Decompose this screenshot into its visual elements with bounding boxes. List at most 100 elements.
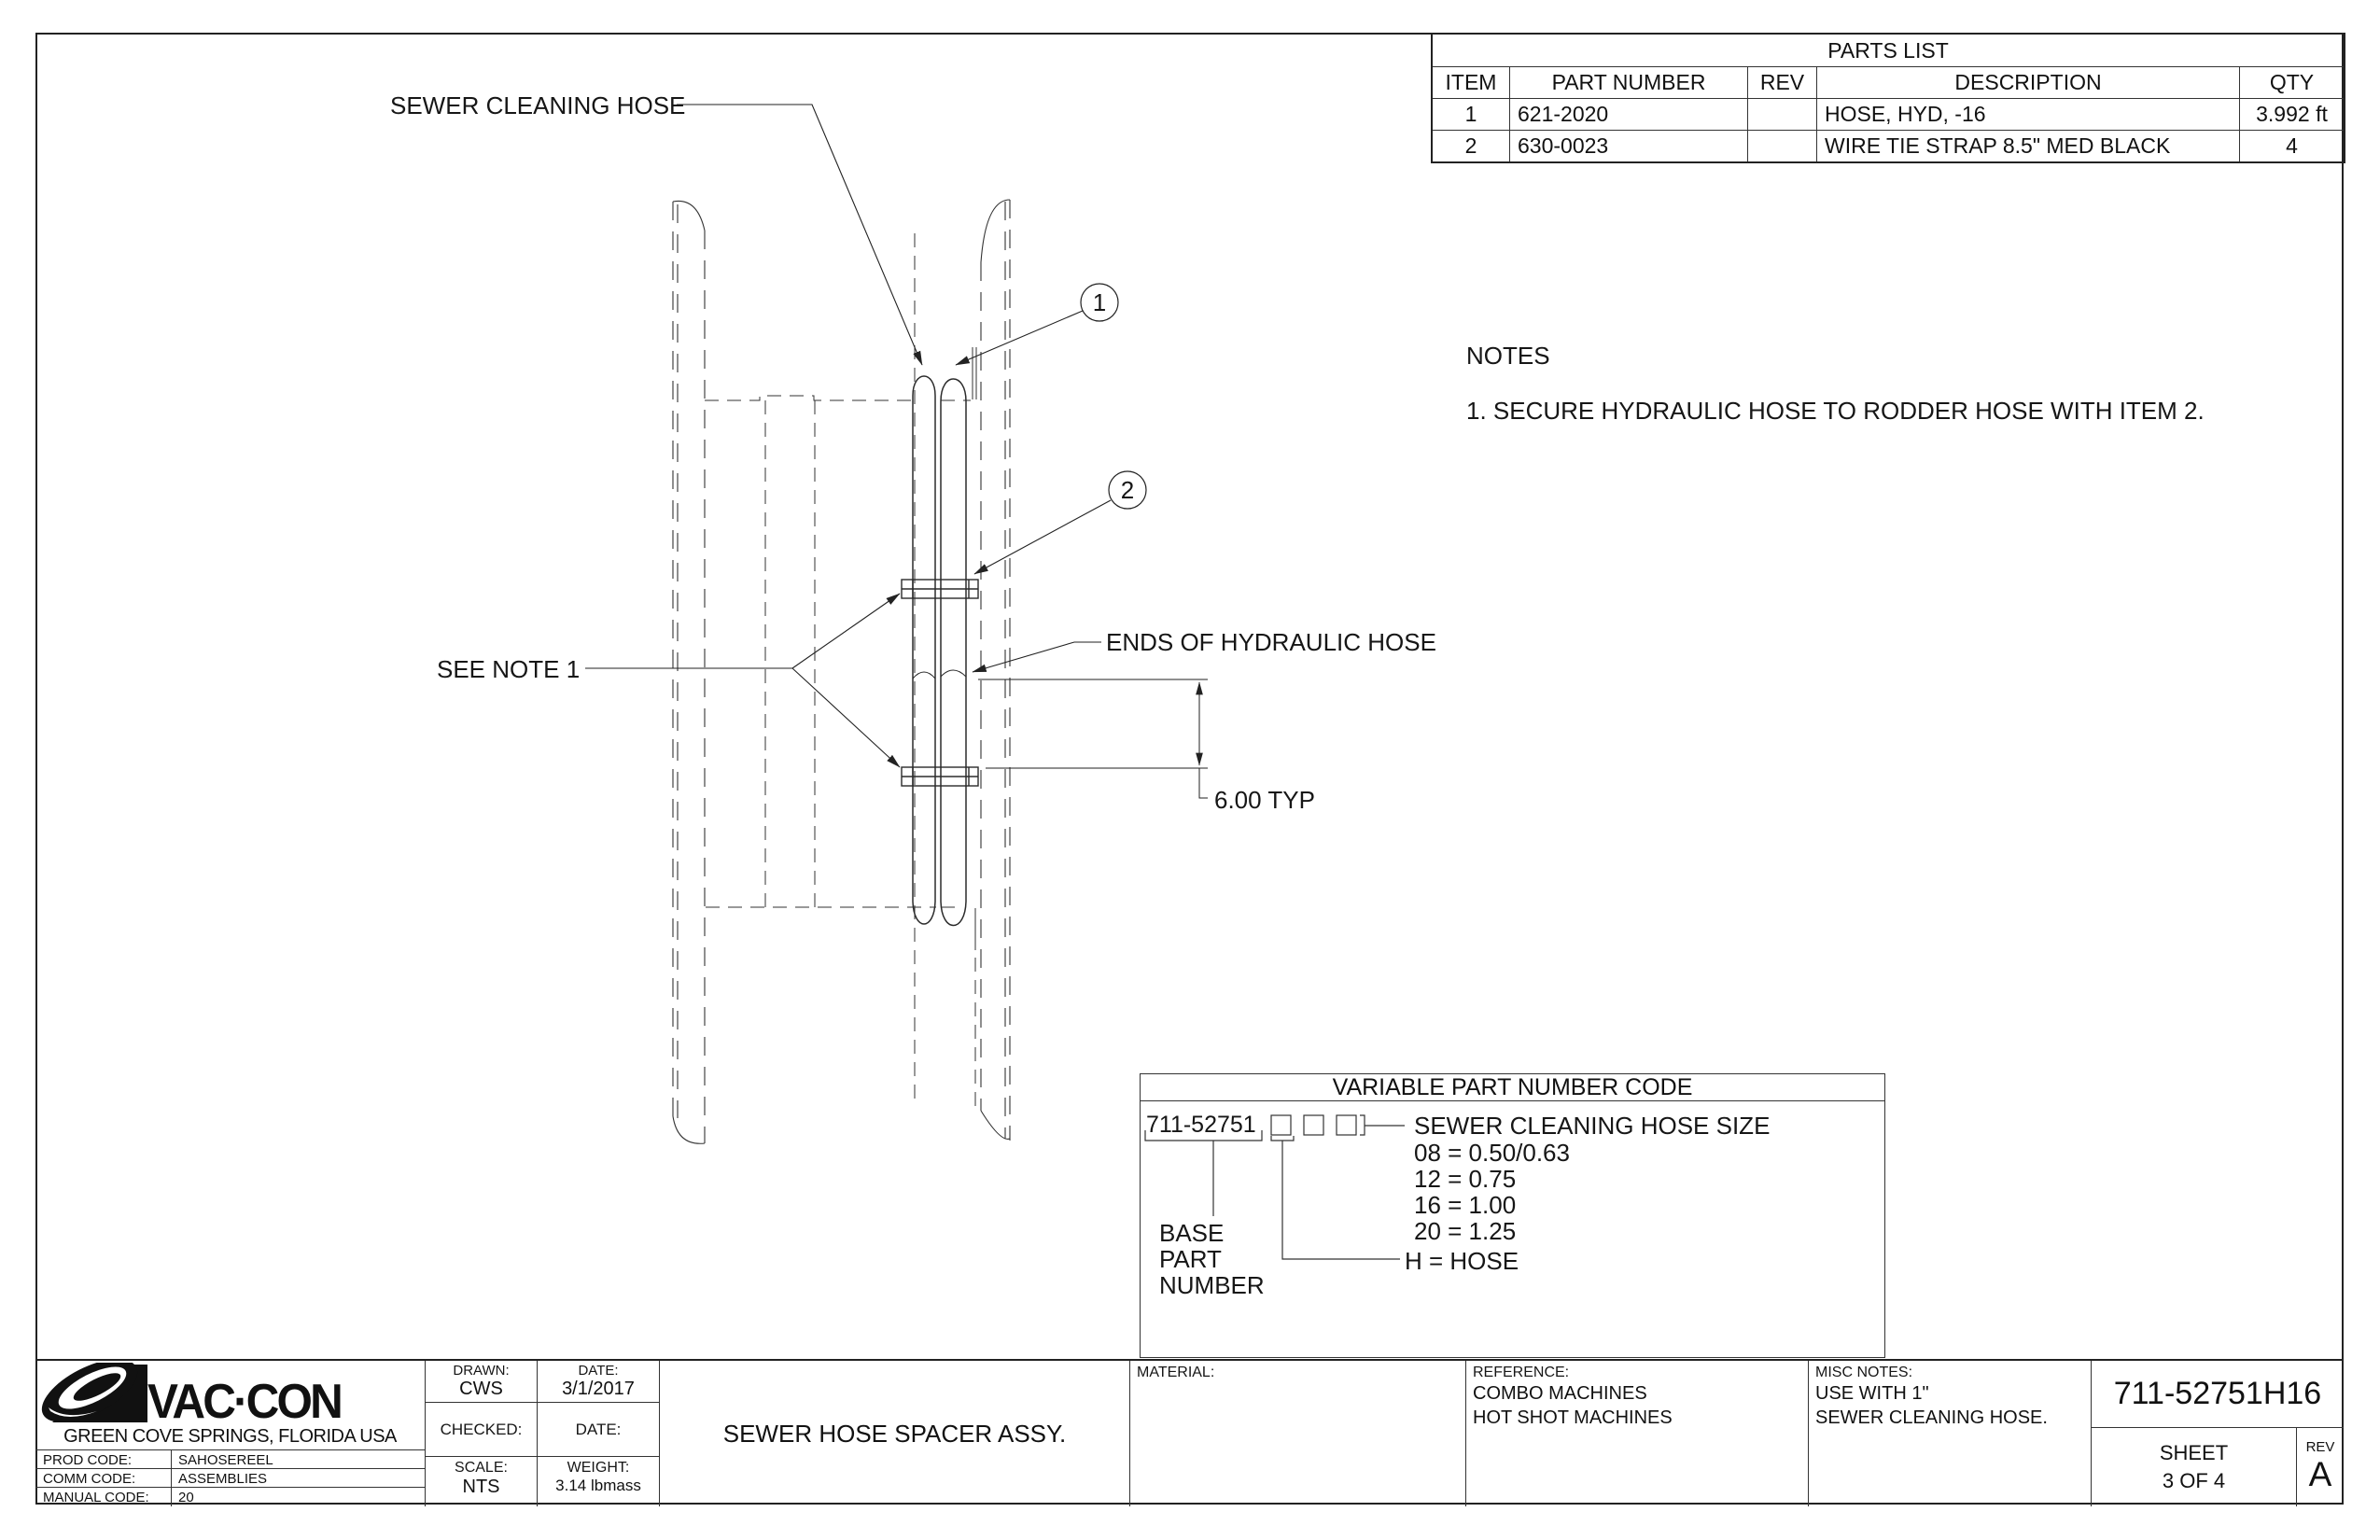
table-row-cell-rev [1747, 130, 1816, 161]
date-value: 3/1/2017 [562, 1379, 635, 1399]
rev-label: REV [2305, 1439, 2335, 1455]
title-block: VAC·CON GREEN COVE SPRINGS, FLORIDA USA … [35, 1359, 2344, 1506]
checked-date-cell: DATE: [537, 1402, 659, 1456]
date-cell: DATE: 3/1/2017 [537, 1361, 659, 1402]
leader-lines [585, 104, 1112, 768]
material-label: MATERIAL: [1137, 1365, 1215, 1380]
tie-strap-top [901, 579, 979, 599]
reference-line-1: COMBO MACHINES [1473, 1383, 1647, 1404]
table-row-cell-item: 1 [1433, 98, 1509, 130]
balloon-2: 2 [1120, 476, 1135, 504]
table-row-cell-rev [1747, 98, 1816, 130]
table-row-cell-description: HOSE, HYD, -16 [1816, 98, 2239, 130]
checked-date-label: DATE: [575, 1420, 622, 1438]
table-row-cell-part-number: 621-2020 [1509, 98, 1747, 130]
comm-code-label: COMM CODE: [43, 1471, 136, 1487]
misc-note-line-2: SEWER CLEANING HOSE. [1815, 1407, 2048, 1428]
size-code-16: 16 = 1.00 [1414, 1191, 1517, 1219]
hose-code-label: H = HOSE [1405, 1247, 1519, 1275]
reference-label: REFERENCE: [1473, 1365, 1570, 1380]
misc-notes-label: MISC NOTES: [1815, 1365, 1913, 1380]
sheet-cell: SHEET 3 OF 4 [2091, 1428, 2296, 1506]
comm-code-value: ASSEMBLIES [178, 1471, 268, 1487]
sheet-part-number: 711-52751H16 [2113, 1376, 2322, 1411]
right-flange-caps [980, 199, 1011, 1140]
col-header-description: DESCRIPTION [1816, 66, 2239, 98]
label-see-note-1: SEE NOTE 1 [437, 655, 581, 683]
dimension-6-typ [978, 679, 1208, 799]
vac-con-logo-icon [41, 1363, 147, 1422]
base-part-number-value: 711-52751 [1146, 1112, 1256, 1138]
note-item-1: 1. SECURE HYDRAULIC HOSE TO RODDER HOSE … [1466, 397, 2205, 425]
tie-strap-bottom [901, 766, 979, 787]
base-label-line2: PART [1159, 1245, 1222, 1273]
drawn-cell: DRAWN: CWS [425, 1361, 537, 1402]
table-row-cell-qty: 4 [2239, 130, 2344, 161]
prod-code-label: PROD CODE: [43, 1452, 133, 1468]
sheet-label: SHEET [2159, 1441, 2229, 1464]
table-row-cell-qty: 3.992 ft [2239, 98, 2344, 130]
company-cell: VAC·CON GREEN COVE SPRINGS, FLORIDA USA … [35, 1361, 425, 1506]
variable-code-lines [1144, 1114, 1405, 1260]
drawn-value: CWS [459, 1379, 503, 1399]
base-label-line3: NUMBER [1159, 1271, 1265, 1299]
hub-edges [972, 347, 977, 950]
scale-label: SCALE: [455, 1460, 508, 1476]
base-label-line1: BASE [1159, 1219, 1225, 1247]
col-header-qty: QTY [2239, 66, 2344, 98]
manual-code-value: 20 [178, 1490, 194, 1505]
scale-value: NTS [462, 1477, 500, 1497]
weight-cell: WEIGHT: 3.14 lbmass [537, 1456, 659, 1506]
balloon-circles [1080, 283, 1147, 510]
weight-label: WEIGHT: [567, 1460, 630, 1476]
label-sewer-cleaning-hose: SEWER CLEANING HOSE [390, 91, 686, 119]
left-flange [672, 202, 706, 1143]
table-row-cell-item: 2 [1433, 130, 1509, 161]
company-location: GREEN COVE SPRINGS, FLORIDA USA [63, 1426, 397, 1447]
size-code-08: 08 = 0.50/0.63 [1414, 1139, 1570, 1167]
parts-list-table: PARTS LIST ITEM PART NUMBER REV DESCRIPT… [1431, 33, 2345, 163]
hydraulic-hose-outline [940, 378, 967, 927]
col-header-item: ITEM [1433, 66, 1509, 98]
sewer-hose-outline [912, 375, 936, 925]
manual-code-label: MANUAL CODE: [43, 1490, 149, 1505]
drawing-title-cell: SEWER HOSE SPACER ASSY. [659, 1361, 1129, 1506]
rev-cell: REV A [2296, 1428, 2344, 1506]
size-code-12: 12 = 0.75 [1414, 1165, 1517, 1193]
reference-cell: REFERENCE: COMBO MACHINES HOT SHOT MACHI… [1465, 1361, 1808, 1506]
left-flange-caps [672, 200, 706, 1144]
col-header-rev: REV [1747, 66, 1816, 98]
right-flange [980, 200, 1011, 1141]
prod-code-row: PROD CODE: SAHOSEREEL [35, 1449, 425, 1468]
checked-cell: CHECKED: [425, 1402, 537, 1456]
scale-cell: SCALE: NTS [425, 1456, 537, 1506]
reference-line-2: HOT SHOT MACHINES [1473, 1407, 1673, 1428]
sheet-border [35, 33, 2344, 1505]
size-code-heading: SEWER CLEANING HOSE SIZE [1414, 1112, 1771, 1140]
sheet-value: 3 OF 4 [2162, 1469, 2226, 1492]
misc-notes-cell: MISC NOTES: USE WITH 1" SEWER CLEANING H… [1808, 1361, 2091, 1506]
prod-code-value: SAHOSEREEL [178, 1452, 273, 1468]
hydraulic-hose-ends [912, 669, 967, 679]
drawing-title: SEWER HOSE SPACER ASSY. [722, 1419, 1067, 1448]
size-code-20: 20 = 1.25 [1414, 1217, 1517, 1245]
comm-code-row: COMM CODE: ASSEMBLIES [35, 1468, 425, 1487]
table-row-cell-part-number: 630-0023 [1509, 130, 1747, 161]
drawn-label: DRAWN: [453, 1363, 510, 1379]
variable-code-title: VARIABLE PART NUMBER CODE [1141, 1074, 1884, 1101]
parts-list-title: PARTS LIST [1827, 37, 1949, 63]
variable-part-number-code-box: VARIABLE PART NUMBER CODE [1140, 1073, 1885, 1358]
logo-wordmark: VAC·CON [147, 1375, 343, 1429]
notes-heading: NOTES [1466, 342, 1550, 370]
manual-code-row: MANUAL CODE: 20 [35, 1487, 425, 1506]
checked-label: CHECKED: [440, 1420, 523, 1438]
misc-note-line-1: USE WITH 1" [1815, 1383, 1929, 1404]
table-row-cell-description: WIRE TIE STRAP 8.5" MED BLACK [1816, 130, 2239, 161]
col-header-part-number: PART NUMBER [1509, 66, 1747, 98]
sheet-part-number-cell: 711-52751H16 [2091, 1361, 2344, 1428]
balloon-1: 1 [1092, 288, 1107, 316]
label-dimension-6-typ: 6.00 TYP [1214, 786, 1315, 814]
label-ends-of-hydraulic-hose: ENDS OF HYDRAULIC HOSE [1106, 628, 1436, 656]
